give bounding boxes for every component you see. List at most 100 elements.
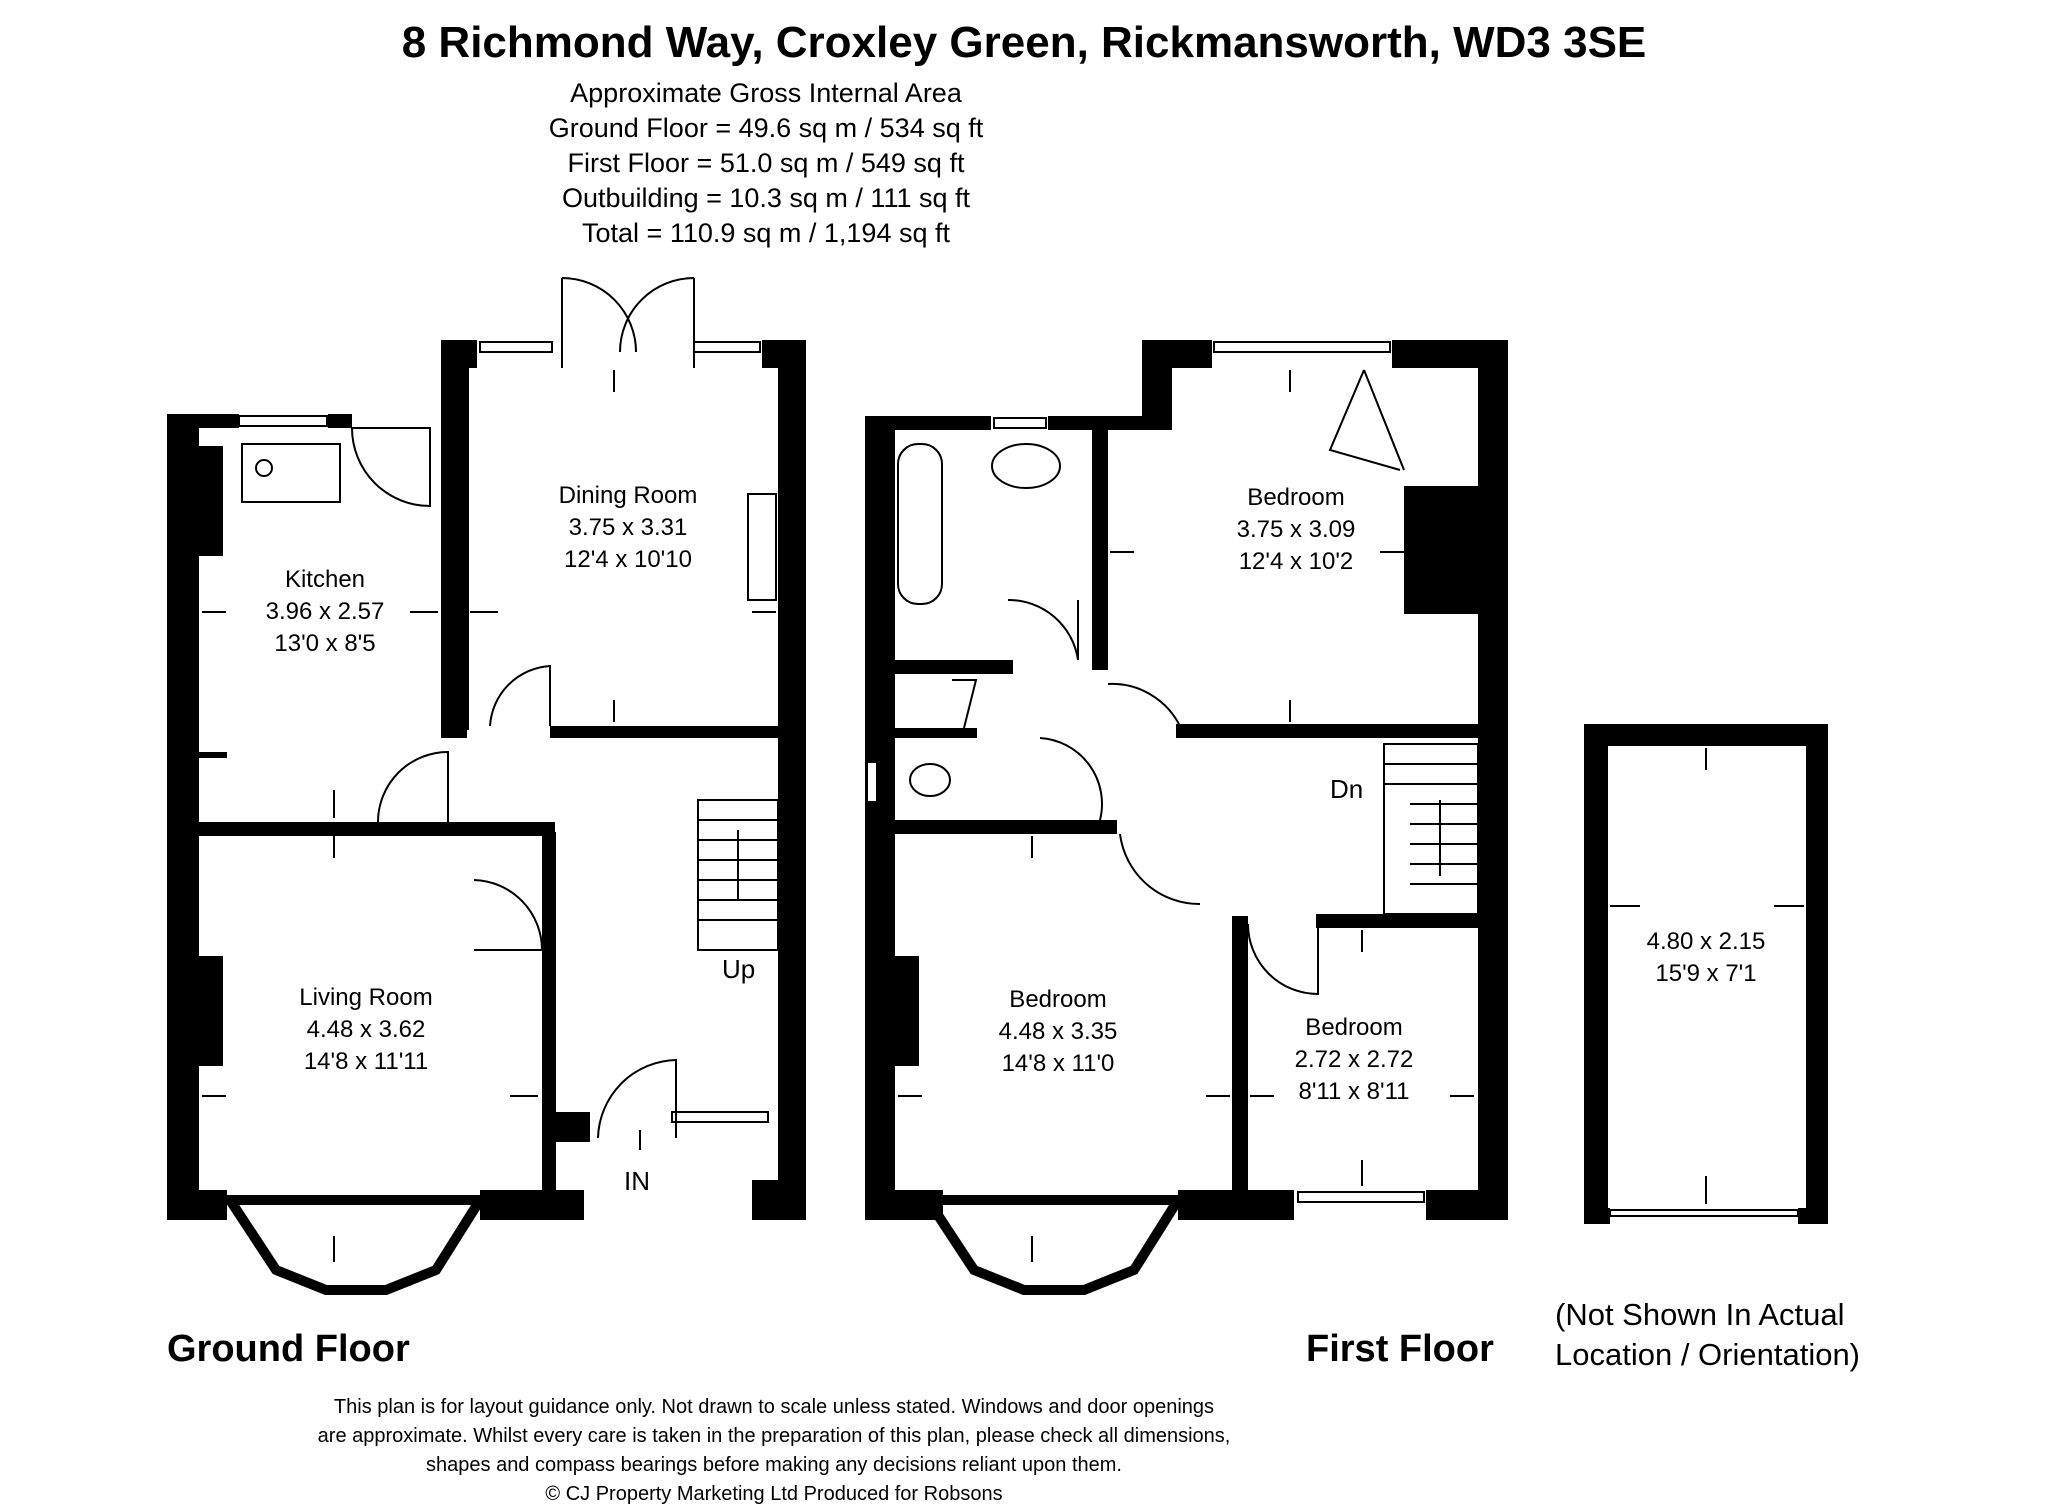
bedroom-front-label: Bedroom 4.48 x 3.35 14'8 x 11'0 [999,984,1118,1080]
ob-wall-right [1806,724,1828,1224]
outbuilding-area: Outbuilding = 10.3 sq m / 111 sq ft [562,183,970,213]
ff-wall-hall-small [1232,916,1248,1190]
disclaimer-line4: © CJ Property Marketing Ltd Produced for… [545,1483,1003,1505]
disclaimer-line2: are approximate. Whilst every care is ta… [317,1425,1231,1447]
ff-wardrobe-door [1328,369,1405,471]
outbuilding-metric: 4.80 x 2.15 [1646,928,1766,955]
ff-chimney [895,956,919,1066]
ff-bath-door [1007,598,1079,661]
ff-wall-front-right [1426,1190,1508,1220]
gf-wall-kitchen-living [199,822,555,836]
bedroom-front-metric: 4.48 x 3.35 [998,1018,1118,1045]
gf-front-door [597,1058,677,1139]
area-summary: Approximate Gross Internal Area Ground F… [0,76,1532,251]
outbuilding-note-line2: Location / Orientation) [1555,1337,1861,1372]
gf-living-door [473,879,544,951]
bedroom-small-name: Bedroom [1305,1014,1403,1041]
gf-dining-door [489,664,551,727]
gf-stairs [697,799,779,951]
bedroom-rear-name: Bedroom [1247,484,1345,511]
ff-bed-window [1213,341,1391,353]
gf-wall-left [167,414,199,1220]
ff-wall-bath-hall [895,660,1013,674]
ob-door [1609,1209,1799,1217]
ff-stairs [1383,743,1479,915]
ground-floor-plan [167,277,806,1295]
dining-room-name: Dining Room [558,482,698,509]
kitchen-label: Kitchen 3.96 x 2.57 13'0 x 8'5 [266,564,385,660]
ff-wall-bed-top [1142,340,1212,368]
gf-wall-hall-porch [556,1112,590,1142]
kitchen-name: Kitchen [284,566,366,593]
gf-fireplace [747,493,777,601]
ob-wall-bottom-right [1798,1208,1828,1224]
bedroom-rear-label: Bedroom 3.75 x 3.09 12'4 x 10'2 [1237,482,1356,578]
first-floor-plan [865,340,1508,1295]
bedroom-front-imperial: 14'8 x 11'0 [1001,1050,1115,1077]
ground-floor-area: Ground Floor = 49.6 sq m / 534 sq ft [548,113,984,143]
gf-wall-front-left [167,1190,227,1220]
disclaimer: This plan is for layout guidance only. N… [0,1393,1548,1509]
ff-small-window [1297,1191,1425,1203]
ff-wc-door [1039,737,1103,821]
ff-wall-bath-top [865,416,991,430]
outbuilding-plan [1584,724,1828,1224]
outbuilding-note-line1: (Not Shown In Actual [1555,1297,1845,1332]
ff-bathtub [897,443,943,605]
ff-stairs-label: Dn [1330,774,1364,804]
first-floor-area: First Floor = 51.0 sq m / 549 sq ft [567,148,965,178]
gf-wall-kitchen-top [167,414,239,428]
ff-wall-bath-top-right [1048,416,1168,430]
gf-wall-dining-top-left [441,340,477,368]
entrance-label: IN [624,1166,650,1196]
ff-wall-left [865,416,895,1220]
kitchen-imperial: 13'0 x 8'5 [274,630,376,657]
area-title: Approximate Gross Internal Area [570,78,962,108]
bedroom-rear-metric: 3.75 x 3.09 [1236,516,1356,543]
ff-bed-small-door [1247,923,1319,996]
disclaimer-line1: This plan is for layout guidance only. N… [333,1396,1215,1418]
gf-wall-kitchen-pantry [199,752,227,758]
outbuilding-label: 4.80 x 2.15 15'9 x 7'1 [1647,926,1766,990]
ff-wall-wc-bottom [895,820,1117,834]
gf-wall-dining-left [441,340,469,730]
ob-wall-top [1584,724,1828,746]
dining-room-label: Dining Room 3.75 x 3.31 12'4 x 10'10 [559,480,698,576]
ff-bed-front-door [1119,833,1201,906]
ff-toilet [909,763,951,797]
gf-patio-door [561,277,695,368]
disclaimer-line3: shapes and compass bearings before makin… [426,1454,1122,1476]
living-room-metric: 4.48 x 3.62 [306,1016,426,1043]
gf-kitchen-chimney [199,446,223,556]
outbuilding-imperial: 15'9 x 7'1 [1655,960,1757,987]
ob-wall-left [1584,724,1608,1224]
gf-dimension-arrows [202,370,776,1262]
gf-dining-window-right [693,341,761,353]
gf-wall-right-bottom [752,1180,806,1220]
gf-wall-dining-hall-left [441,726,467,738]
ff-wc-window [866,761,878,803]
ff-wall-small-top [1316,914,1508,928]
ob-dimension-arrows [1610,748,1804,1204]
gf-wall-front-right [480,1190,584,1220]
ff-bay-window [918,1195,1188,1295]
ff-wall-wc-top [895,728,977,738]
gf-kitchen-door [377,750,449,823]
kitchen-metric: 3.96 x 2.57 [265,598,385,625]
total-area: Total = 110.9 sq m / 1,194 sq ft [582,218,950,248]
gf-wall-hall-left [542,832,556,1190]
gf-wall-kitchen-top-right [328,414,352,428]
outbuilding-note: (Not Shown In Actual Location / Orientat… [1555,1295,1860,1375]
gf-dining-window-left [479,341,553,353]
gf-wall-right [778,340,806,1180]
dining-room-imperial: 12'4 x 10'10 [564,546,692,573]
ff-airing-door [952,679,978,729]
ob-wall-bottom-left [1584,1208,1610,1224]
ff-wall-bath-bed [1092,430,1108,670]
gf-chimney [199,956,223,1066]
dining-room-metric: 3.75 x 3.31 [568,514,688,541]
bedroom-small-imperial: 8'11 x 8'11 [1298,1078,1410,1105]
gf-wall-dining-hall [550,726,806,738]
living-room-imperial: 14'8 x 11'11 [303,1048,429,1075]
bedroom-small-label: Bedroom 2.72 x 2.72 8'11 x 8'11 [1295,1012,1414,1108]
